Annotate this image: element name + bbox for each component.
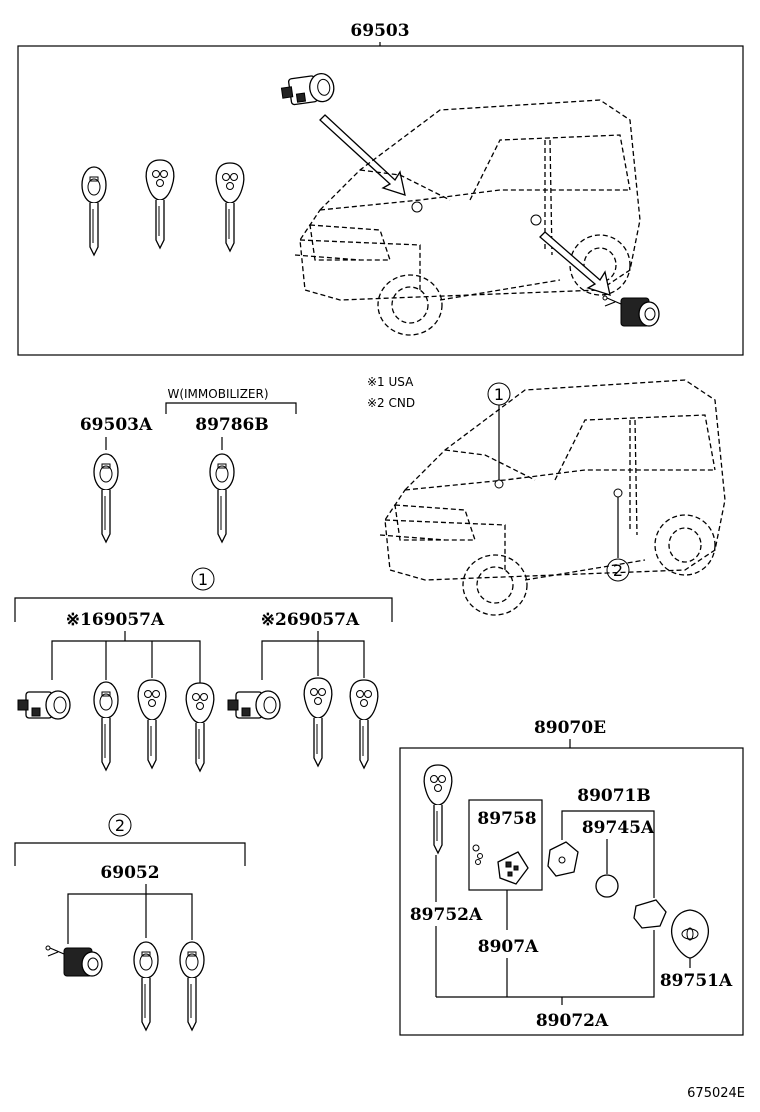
callout-2-heading: 2 — [115, 816, 125, 835]
key-remote-icon — [215, 162, 245, 252]
board-box — [468, 799, 543, 891]
key-cover-icon — [423, 764, 453, 854]
part-number-8907a: 8907A — [478, 937, 539, 957]
key-remote-icon — [185, 682, 215, 772]
ignition-cylinder-icon — [17, 690, 71, 720]
part-number-89071b: 89071B — [577, 786, 651, 806]
individual-keys-group: 69503A W(IMMOBILIZER) 89786B — [80, 387, 297, 543]
key-plain-icon — [93, 681, 119, 771]
emblem-cover-icon — [671, 909, 709, 959]
arrow-to-ignition-icon — [319, 114, 406, 196]
part-number-89070e: 89070E — [534, 718, 606, 738]
door-lock-cylinder-icon — [45, 945, 103, 977]
door-cylinder-set-group: 2 69052 — [14, 813, 246, 1031]
circuit-board-icon — [472, 844, 529, 885]
door-set-bracket — [14, 842, 246, 866]
battery-icon — [595, 874, 619, 898]
note-usa: ※1 USA — [367, 375, 414, 389]
case-half-icon — [633, 899, 667, 929]
note-cnd: ※2 CND — [367, 396, 415, 410]
key-plain-icon — [133, 941, 159, 1031]
part-number-69052: 69052 — [100, 863, 159, 883]
assembly-frame — [17, 45, 744, 356]
sets-bracket — [14, 597, 393, 622]
callout-1-heading: 1 — [198, 570, 208, 589]
part-number-89786b: 89786B — [195, 415, 269, 435]
key-plain-icon — [81, 166, 107, 256]
key-remote-icon — [349, 679, 379, 769]
transmitter-assembly-group: 89070E 89758 89071B 89745A 89751A — [399, 718, 744, 1036]
part-number-89745a: 89745A — [582, 818, 655, 838]
part-number-89758: 89758 — [477, 809, 536, 829]
ignition-cylinder-icon — [227, 690, 281, 720]
assembly-69503-group: 69503 — [17, 21, 744, 356]
key-remote-icon — [145, 159, 175, 249]
key-plain-icon — [179, 941, 205, 1031]
callout-1-marker: 1 — [494, 385, 504, 404]
part-number-69057a-usa: ※169057A — [66, 610, 165, 630]
arrow-to-door-icon — [539, 231, 611, 296]
part-number-89072a: 89072A — [536, 1011, 609, 1031]
vehicle-outline-icon — [379, 379, 726, 616]
callout-2-marker: 2 — [613, 561, 623, 580]
transmitter-frame — [399, 747, 744, 1036]
part-number-69057a-cnd: ※269057A — [261, 610, 360, 630]
case-half-icon — [547, 841, 579, 877]
part-number-69503a: 69503A — [80, 415, 153, 435]
cylinder-key-sets-group: 1 ※169057A ※269057A — [14, 567, 393, 772]
key-remote-icon — [137, 679, 167, 769]
key-plain-icon — [209, 453, 235, 543]
diagram-code: 675024E — [687, 1086, 745, 1101]
door-lock-cylinder-icon — [602, 295, 660, 327]
vehicle-callout-group: 1 2 — [379, 379, 726, 616]
key-remote-icon — [303, 677, 333, 767]
region-notes-group: ※1 USA ※2 CND — [367, 375, 415, 410]
part-number-69503: 69503 — [350, 21, 409, 41]
key-plain-icon — [93, 453, 119, 543]
immobilizer-note: W(IMMOBILIZER) — [167, 387, 268, 401]
ignition-cylinder-icon — [279, 71, 337, 108]
part-number-89751a: 89751A — [660, 971, 733, 991]
immobilizer-bracket — [165, 402, 297, 414]
part-number-89752a: 89752A — [410, 905, 483, 925]
